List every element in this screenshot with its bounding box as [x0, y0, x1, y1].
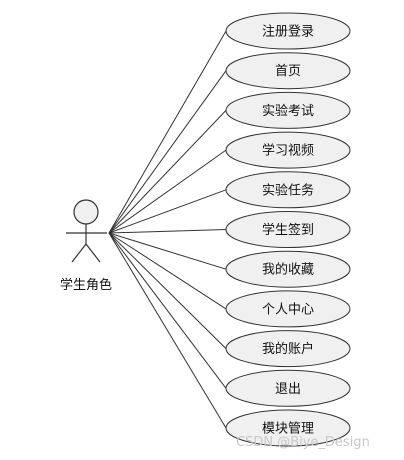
use-case: 个人中心 [225, 290, 351, 328]
use-case-ellipse [225, 409, 351, 447]
actor-right-leg [85, 243, 101, 263]
use-case: 实验任务 [225, 171, 351, 209]
use-case-ellipse [225, 131, 351, 169]
use-case-label: 我的账户 [262, 341, 314, 357]
use-case: 首页 [225, 52, 351, 90]
use-case: 模块管理 [225, 409, 351, 447]
actor-label: 学生角色 [60, 277, 112, 293]
use-case-label: 学习视频 [262, 143, 314, 159]
use-case: 注册登录 [225, 12, 351, 50]
use-case-label: 个人中心 [262, 302, 314, 317]
association-line [108, 232, 227, 389]
use-case: 我的收藏 [225, 250, 351, 288]
use-case-ellipse [225, 211, 351, 248]
association-line [108, 232, 227, 429]
use-case-ellipse [225, 330, 351, 368]
association-line [108, 232, 227, 310]
use-case-ellipse [225, 91, 351, 129]
use-case-ellipse [225, 290, 351, 328]
use-case-label: 注册登录 [262, 25, 314, 40]
use-case: 实验考试 [225, 91, 351, 129]
use-case-label: 学生签到 [262, 222, 314, 238]
use-case-label: 实验考试 [262, 103, 314, 119]
use-case-label: 首页 [275, 64, 301, 79]
association-line [108, 232, 227, 270]
use-case: 学习视频 [225, 131, 351, 169]
association-line [108, 70, 227, 234]
use-case-ellipse [225, 171, 351, 209]
use-case-label: 模块管理 [262, 422, 314, 437]
association-line [108, 232, 227, 349]
use-case-ellipse [225, 250, 351, 288]
actor: 学生角色 [60, 199, 112, 293]
watermark: CSDN @Biye_Design [236, 435, 370, 450]
association-line [108, 30, 227, 234]
use-case-ellipse [225, 52, 351, 90]
association-line [108, 229, 227, 234]
association-line [108, 149, 227, 234]
use-case-label: 实验任务 [262, 182, 314, 198]
association-line [108, 189, 227, 234]
use-case-ellipse [225, 369, 351, 407]
use-case-label: 退出 [275, 382, 301, 397]
use-case: 我的账户 [225, 330, 351, 368]
actor-head [73, 199, 99, 225]
association-line [108, 110, 227, 234]
association-lines [108, 30, 227, 429]
actor-left-leg [71, 243, 87, 263]
use-case-ellipse [225, 12, 351, 50]
use-case: 学生签到 [225, 211, 351, 248]
use-case: 退出 [225, 369, 351, 407]
use-case-label: 我的收藏 [262, 262, 314, 278]
